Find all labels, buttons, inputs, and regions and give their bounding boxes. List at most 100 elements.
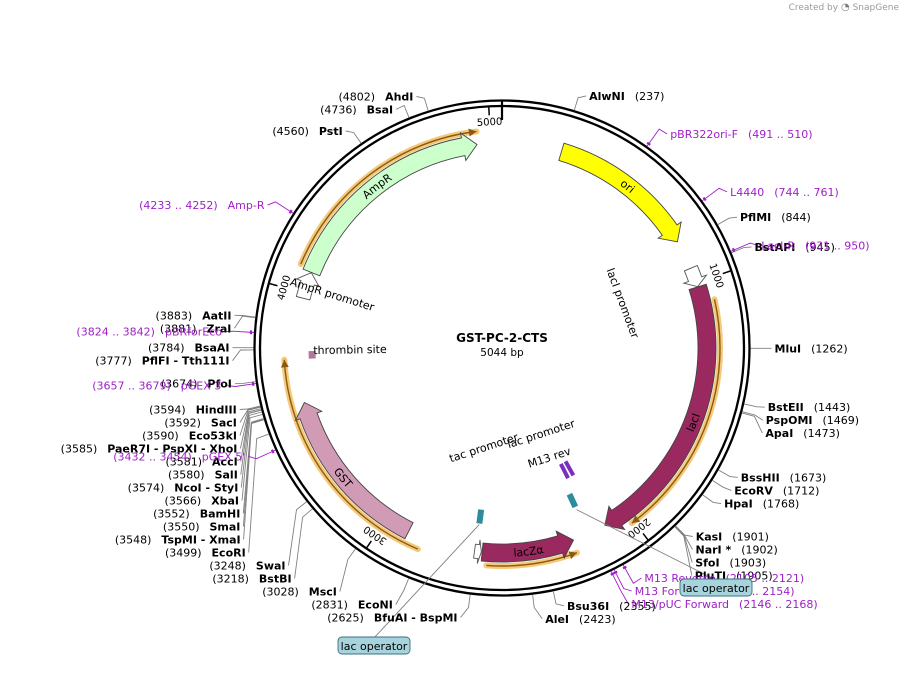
enzyme-label-mlui[interactable]: MluI (1262): [775, 342, 848, 355]
primer-label-amp-r[interactable]: (4233 .. 4252)Amp-R: [139, 199, 265, 212]
enzyme-label-zrai[interactable]: (3881)ZraI: [160, 322, 232, 335]
leader-line-layer: [224, 95, 772, 639]
primer-label-pbrforeco[interactable]: (3824 .. 3842)pBRforEco: [76, 326, 222, 339]
enzyme-label-tspmi-xmai[interactable]: (3548)TspMI - XmaI: [115, 534, 241, 547]
enzyme-label-smai[interactable]: (3550)SmaI: [163, 521, 240, 534]
enzyme-label-nari[interactable]: NarI *(1902): [696, 544, 778, 557]
enzyme-label-xbai[interactable]: (3566)XbaI: [165, 495, 239, 508]
lac-operator-box[interactable]: lac operator: [679, 578, 753, 597]
site-name: pGEX 5': [202, 450, 246, 463]
enzyme-leader: [345, 130, 362, 144]
site-position: (237): [635, 90, 665, 103]
enzyme-label-pflmi[interactable]: PflMI(844): [740, 211, 811, 224]
site-label-text: (3585)PaeR7I - PspXI - XhoI: [61, 443, 238, 456]
enzyme-label-hindiii[interactable]: (3594)HindIII: [149, 404, 237, 417]
credit-brand: SnapGene: [852, 3, 899, 13]
site-label-text: (3777)PflFI - Tth111I: [95, 355, 229, 368]
enzyme-leader: [674, 526, 693, 576]
free-label-m13-rev: M13 rev: [526, 445, 573, 471]
site-label-text: (3674)PfoI: [161, 378, 232, 391]
enzyme-label-pfoi[interactable]: (3674)PfoI: [161, 378, 232, 391]
enzyme-label-ecori[interactable]: (3499) EcoRI: [165, 547, 246, 560]
primer-label-laci-r[interactable]: LacI-R(931 .. 950): [761, 239, 869, 252]
enzyme-label-bsai[interactable]: (4736)BsaI: [320, 103, 393, 116]
m13-marker: [559, 463, 570, 480]
site-position: (3028): [262, 586, 299, 599]
enzyme-label-kasi[interactable]: KasI (1901): [696, 531, 769, 544]
free-label-thrombin-site: thrombin site: [313, 343, 387, 357]
site-label-text: PspOMI(1469): [766, 414, 859, 427]
enzyme-label-bsu36i[interactable]: Bsu36I(2355): [567, 600, 656, 613]
site-name: Bsu36I: [567, 600, 609, 613]
enzyme-label-msci[interactable]: (3028)MscI: [262, 586, 337, 599]
enzyme-label-hpai[interactable]: HpaI(1768): [724, 498, 799, 511]
enzyme-label-acci[interactable]: (3581)AccI: [165, 456, 237, 469]
site-label-text: (4802)AhdI: [339, 90, 414, 103]
site-label-text: (3881)ZraI: [160, 322, 232, 335]
enzyme-leader: [241, 413, 263, 501]
site-name: MluI: [775, 342, 802, 355]
enzyme-label-bamhi[interactable]: (3552)BamHI: [153, 508, 240, 521]
enzyme-label-paer7i-pspxi-xhoi[interactable]: (3585)PaeR7I - PspXI - XhoI: [61, 443, 238, 456]
site-position: (4560): [272, 125, 309, 138]
enzyme-label-apai[interactable]: ApaI(1473): [765, 427, 839, 440]
orange-arc-arrowhead: [568, 551, 577, 559]
enzyme-label-psti[interactable]: (4560)PstI: [272, 125, 342, 138]
site-label-text: (3657 .. 3679)pGEX 3': [92, 380, 224, 393]
site-name: KasI: [696, 531, 723, 544]
primer-label-pbr322ori-f[interactable]: pBR322ori-F(491 .. 510): [670, 128, 812, 141]
enzyme-label-pflfi-tth111i[interactable]: (3777)PflFI - Tth111I: [95, 355, 229, 368]
primer-label-pgex-3[interactable]: (3657 .. 3679)pGEX 3': [92, 380, 224, 393]
site-label-text: (3592)SacI: [164, 417, 237, 430]
site-name: SacI: [211, 417, 237, 430]
site-position: (3657 .. 3679): [92, 380, 171, 393]
enzyme-label-econi[interactable]: (2831)EcoNI: [311, 599, 392, 612]
enzyme-label-bstbi[interactable]: (3218)BstBI: [212, 573, 291, 586]
enzyme-leader: [294, 508, 313, 579]
site-label-text: (4233 .. 4252)Amp-R: [139, 199, 265, 212]
enzyme-label-alei[interactable]: AleI(2423): [545, 613, 615, 626]
enzyme-label-bfuai-bspmi[interactable]: (2625)BfuAI - BspMI: [327, 612, 457, 625]
enzyme-leader: [248, 433, 270, 553]
site-name: EcoRI: [212, 547, 246, 560]
primer-label-pgex-5[interactable]: (3432 .. 3454)pGEX 5': [113, 450, 245, 463]
enzyme-leader: [743, 403, 765, 408]
lac-operator-box[interactable]: lac operator: [337, 636, 411, 655]
site-label-text: LacI-R(931 .. 950): [761, 239, 869, 252]
site-position: (1901): [732, 531, 769, 544]
enzyme-label-sfoi[interactable]: SfoI(1903): [695, 557, 766, 570]
enzyme-label-pspomi[interactable]: PspOMI(1469): [766, 414, 859, 427]
enzyme-label-eco53ki[interactable]: (3590)Eco53kI: [142, 430, 237, 443]
site-position: (1262): [811, 342, 848, 355]
site-name: SwaI: [256, 560, 286, 573]
snapgene-logo-icon: ◔: [840, 2, 850, 13]
lac-operator-leader: [576, 509, 717, 581]
enzyme-label-aatii[interactable]: (3883)AatII: [156, 309, 232, 322]
enzyme-label-ncoi-styi[interactable]: (3574)NcoI - StyI: [128, 482, 239, 495]
enzyme-label-alwni[interactable]: AlwNI(237): [589, 90, 664, 103]
enzyme-label-bstapi[interactable]: BstAPI(945): [755, 241, 835, 254]
enzyme-label-ecorv[interactable]: EcoRV(1712): [734, 484, 819, 497]
primer-leader: [613, 569, 632, 592]
enzyme-label-bsteii[interactable]: BstEII(1443): [768, 401, 850, 414]
enzyme-label-bsshii[interactable]: BssHII(1673): [741, 471, 826, 484]
site-name: BstBI: [259, 573, 292, 586]
enzyme-label-saci[interactable]: (3592)SacI: [164, 417, 237, 430]
site-label-text: HpaI(1768): [724, 498, 799, 511]
site-label-text: MluI (1262): [775, 342, 848, 355]
enzyme-label-bsaai[interactable]: (3784)BsaAI: [148, 342, 230, 355]
feature-label-text: lacI: [684, 412, 703, 434]
enzyme-label-sali[interactable]: (3580)SalI: [168, 469, 238, 482]
site-position: (3499): [165, 547, 202, 560]
primer-label-l4440[interactable]: L4440(744 .. 761): [730, 186, 839, 199]
tick-mark: [722, 270, 731, 275]
primer-label-m13-puc-forward[interactable]: M13/pUC Forward(2146 .. 2168): [631, 598, 817, 611]
site-label-text: (3499) EcoRI: [165, 547, 246, 560]
site-name: SfoI: [695, 557, 719, 570]
enzyme-label-swai[interactable]: (3248)SwaI: [209, 560, 285, 573]
feature-lacz: [480, 530, 575, 563]
site-label-text: (3590)Eco53kI: [142, 430, 237, 443]
enzyme-label-ahdi[interactable]: (4802)AhdI: [339, 90, 414, 103]
primer-site-mark: [288, 209, 293, 214]
enzyme-leader: [239, 405, 261, 410]
